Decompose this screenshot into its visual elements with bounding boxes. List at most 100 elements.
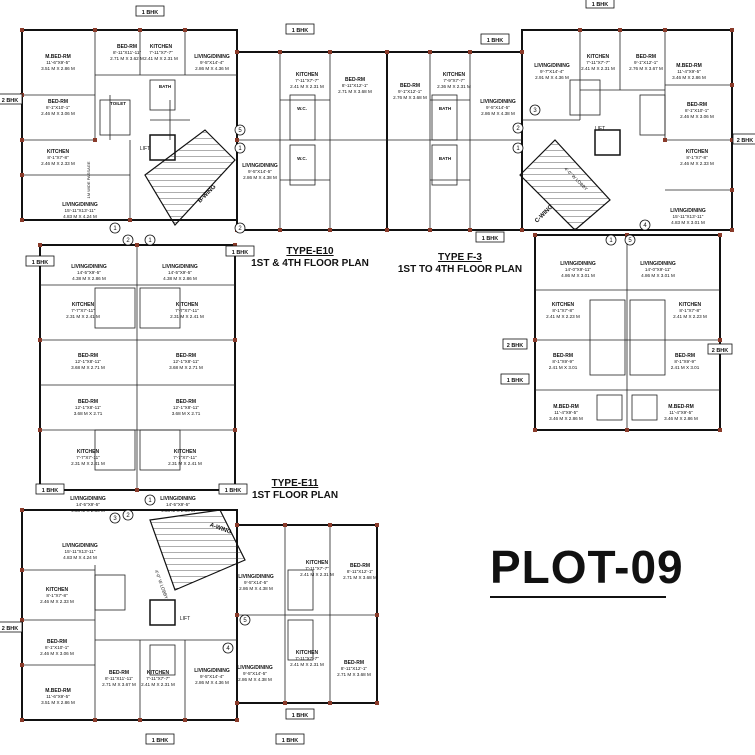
room-name-label: LIVING/DINING (194, 54, 230, 60)
column (128, 218, 132, 222)
room-name-label: LIVING/DINING (242, 163, 278, 169)
grid-marker-circle (144, 234, 156, 246)
bhk-tag-box (225, 245, 255, 257)
one-bhk-tag: 1 BHK (232, 250, 249, 256)
room-name-label: BED-RM (117, 44, 137, 50)
grid-marker-number: 4 (226, 646, 230, 652)
room-dimension-label: 14'-5"X9'-5" (76, 502, 100, 507)
column (235, 138, 239, 142)
room-dimension-label: 14'-0"X9'-11" (565, 267, 591, 272)
column (138, 718, 142, 722)
room-metric-label: 2.46 M X 2.33 M (41, 161, 75, 166)
grid-marker-circle (122, 234, 134, 246)
room-dimension-label: 8'-11"X12'-1" (342, 83, 368, 88)
room-metric-label: 2.86 M X 4.38 M (243, 175, 277, 180)
room-metric-label: 2.86 M X 4.38 M (238, 677, 272, 682)
column (20, 663, 24, 667)
bhk-tag-box (500, 373, 530, 385)
lift-label: LIFT (140, 146, 150, 152)
grid-marker-number: 5 (243, 618, 247, 624)
room-dimension-label: 8'-1"X7'-8" (46, 593, 68, 598)
room-metric-label: 2.41 M X 2.31 M (290, 662, 324, 667)
room-metric-label: 3.51 M X 2.86 M (41, 66, 75, 71)
column (233, 243, 237, 247)
column (385, 50, 389, 54)
room-dimension-label: 15'-11"X13'-11" (65, 549, 96, 554)
room-metric-label: 4.38 M X 2.86 M (161, 508, 195, 513)
one-bhk-tag: 1 BHK (507, 378, 524, 384)
column (625, 233, 629, 237)
room-metric-label: 2.71 M X 3.68 M (338, 89, 372, 94)
column (233, 338, 237, 342)
room-dimension-label: 7'-11"X7'-7" (295, 78, 319, 83)
lift-shaft (594, 129, 621, 156)
column (428, 50, 432, 54)
room-dimension-label: 8'-11"X11'-11" (105, 676, 133, 681)
column (428, 228, 432, 232)
one-bhk-tag: 1 BHK (142, 10, 159, 16)
one-bhk-tag: 1 BHK (482, 236, 499, 242)
room-metric-label: 4.38 M X 2.86 M (72, 276, 106, 281)
room-dimension-label: 9'-1"X12'-1" (634, 60, 658, 65)
column (618, 28, 622, 32)
bath-box (149, 644, 176, 676)
room-dimension-label: 15'-11"X13'-11" (65, 208, 96, 213)
column (328, 523, 332, 527)
bhk-tag-box (475, 231, 505, 243)
column (235, 613, 239, 617)
room-name-label: KITCHEN (686, 149, 709, 155)
column (718, 428, 722, 432)
room-name-label: KITCHEN (306, 560, 329, 566)
room-metric-label: 3.68 M X 2.71 M (71, 365, 105, 370)
small-room-label: W.C. (297, 156, 307, 161)
column (520, 228, 524, 232)
lift-shaft (149, 599, 176, 626)
room-metric-label: 2.41 M X 2.23 M (673, 314, 707, 319)
room-metric-label: 3.46 M X 2.86 M (672, 75, 706, 80)
small-room-label: TOILET (110, 101, 126, 106)
toilet-box (639, 94, 666, 136)
room-name-label: M.BED-RM (553, 404, 579, 410)
grid-marker-number: 5 (628, 238, 632, 244)
room-dimension-label: 7'-11"X7'-7" (146, 676, 170, 681)
room-metric-label: 2.46 M X 2.33 M (680, 161, 714, 166)
two-bhk-tag: 2 BHK (712, 348, 729, 354)
room-dimension-label: 12'-1"X8'-11" (75, 359, 101, 364)
column (20, 173, 24, 177)
room-name-label: BED-RM (345, 77, 365, 83)
c-wing-label: C-WING (534, 204, 555, 225)
room-metric-label: 4.83 M X 3.01 M (671, 220, 705, 225)
room-name-label: LIVING/DINING (238, 574, 274, 580)
bath-box (139, 287, 181, 329)
room-metric-label: 2.41 M X 2.31 M (581, 66, 615, 71)
lift-shaft (149, 134, 176, 161)
column (93, 718, 97, 722)
column (235, 50, 239, 54)
room-dimension-label: 11'-6"X9'-5" (46, 60, 70, 65)
room-dimension-label: 7'-7"X7'-11" (71, 308, 95, 313)
room-dimension-label: 8'-1"X7'-8" (686, 155, 708, 160)
grid-marker-number: 1 (238, 146, 242, 152)
room-metric-label: 2.31 M X 2.41 M (66, 314, 100, 319)
room-name-label: KITCHEN (47, 149, 70, 155)
room-dimension-label: 12'-1"X8'-11" (173, 359, 199, 364)
room-metric-label: 4.86 M X 3.01 M (561, 273, 595, 278)
one-bhk-tag: 1 BHK (42, 488, 59, 494)
room-name-label: BED-RM (687, 102, 707, 108)
plot-title: PLOT-09 (490, 541, 684, 593)
service-box (629, 299, 666, 376)
room-dimension-label: 7'-11"X7'-7" (586, 60, 610, 65)
one-bhk-tag: 1 BHK (282, 738, 299, 744)
room-name-label: KITCHEN (176, 302, 199, 308)
column (468, 50, 472, 54)
column (38, 428, 42, 432)
bhk-tag-box (0, 93, 23, 105)
column (235, 523, 239, 527)
bhk-tag-box (585, 0, 615, 9)
room-metric-label: 2.86 M X 4.38 M (239, 586, 273, 591)
room-name-label: LIVING/DINING (534, 63, 570, 69)
room-metric-label: 2.76 M X 3.67 M (629, 66, 663, 71)
two-bhk-tag: 2 BHK (2, 98, 19, 104)
